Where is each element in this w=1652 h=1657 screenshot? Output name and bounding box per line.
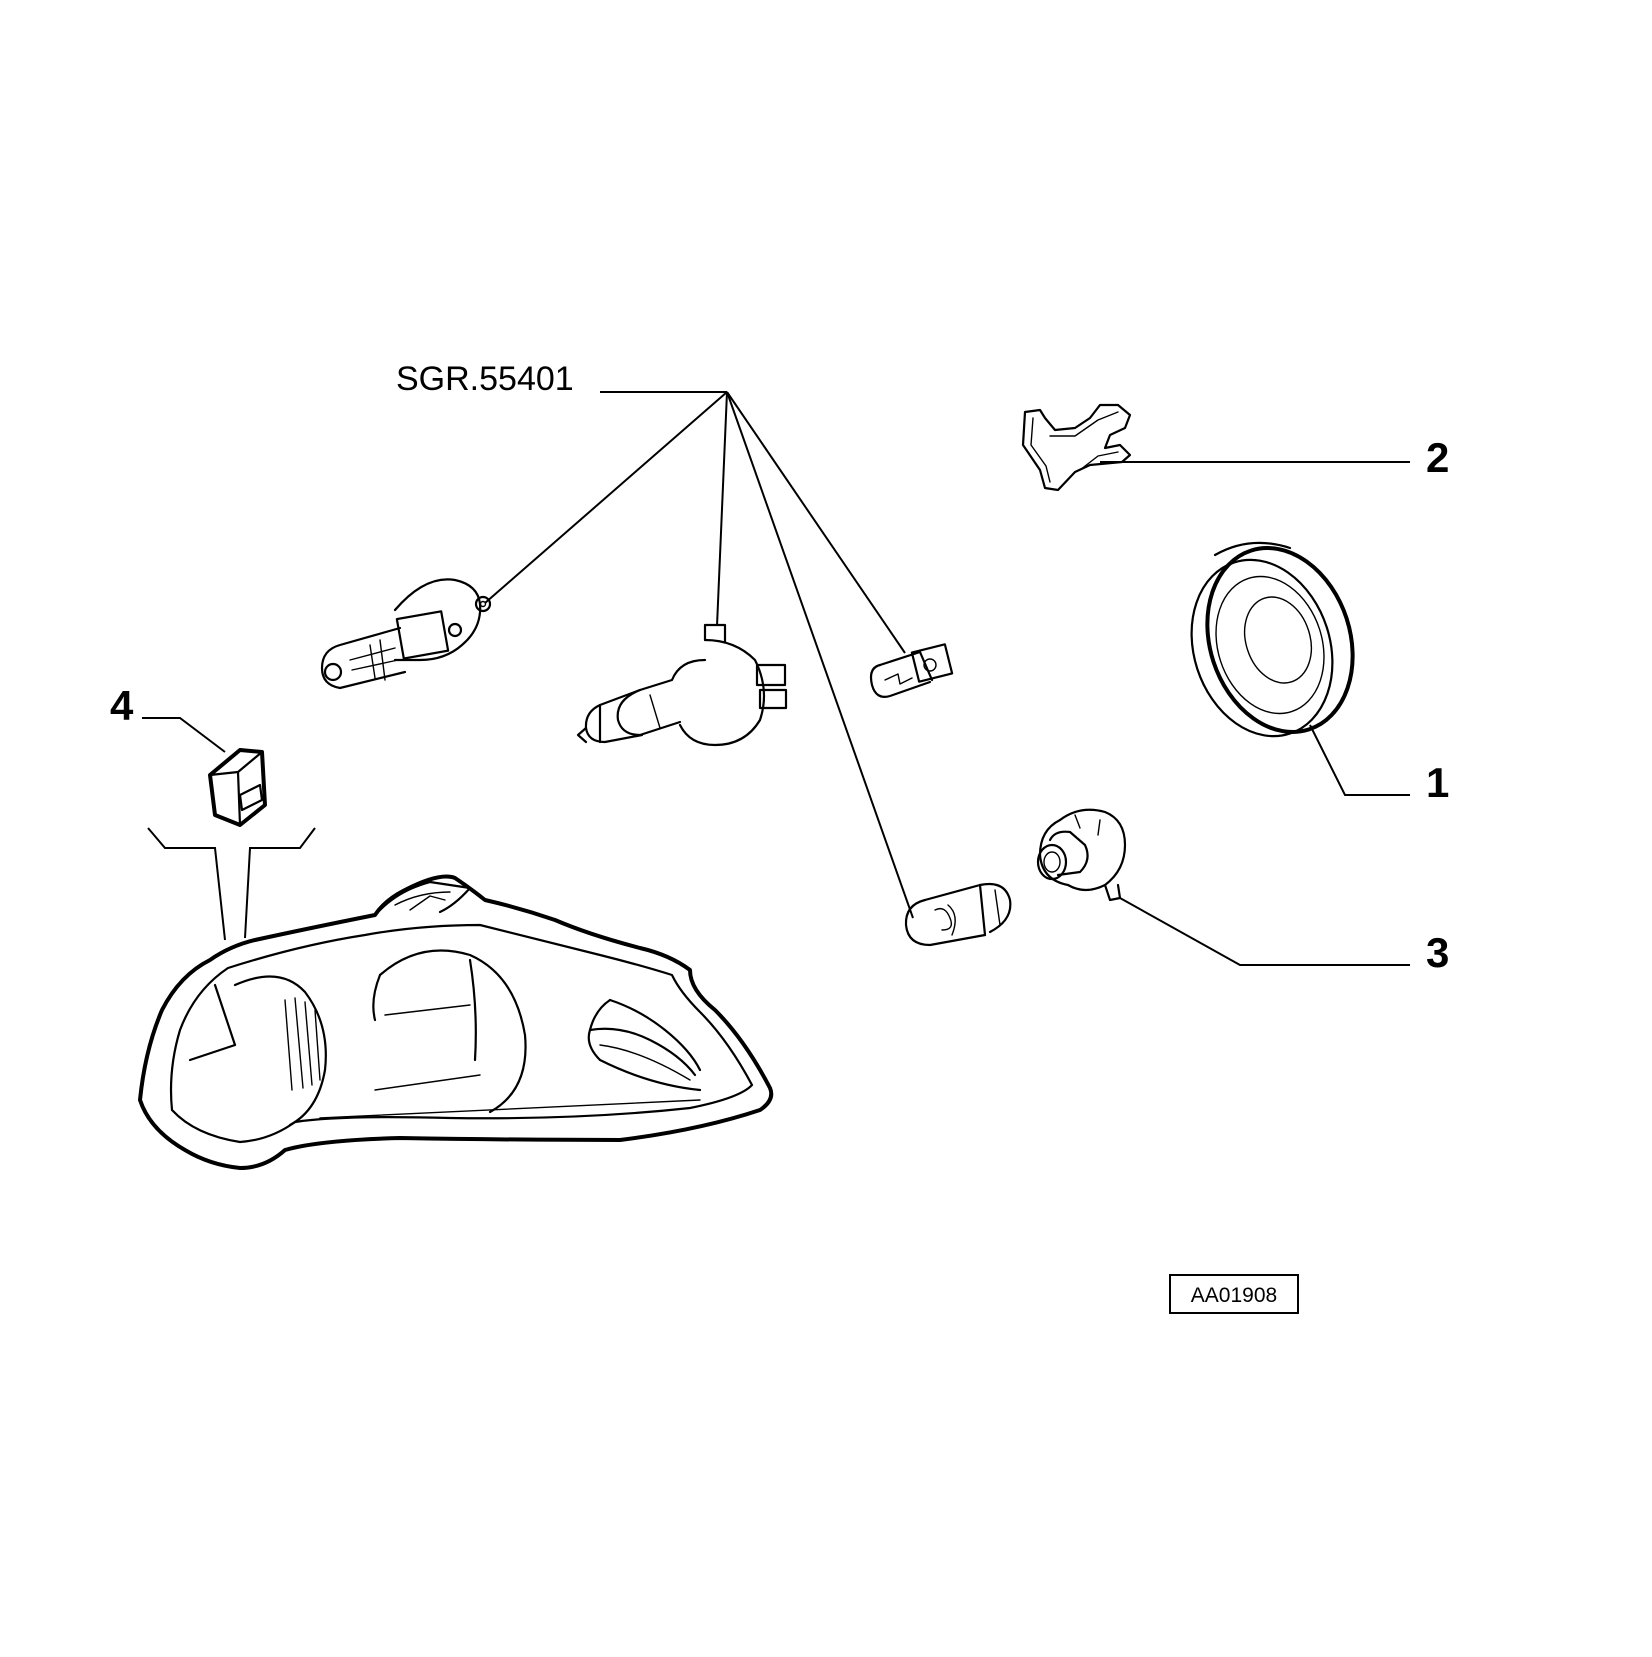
callout-number-1[interactable]: 1 [1426,759,1449,806]
bayonet-bulb[interactable] [904,882,1012,947]
clip-mounting-lines [147,827,316,941]
lamp-cover-cap[interactable] [1170,529,1376,755]
spring-clip[interactable] [1021,403,1132,492]
callout-number-2[interactable]: 2 [1426,434,1449,481]
callout-number-3[interactable]: 3 [1426,929,1449,976]
group-reference-leaders [484,391,914,919]
drawing-code-label: AA01908 [1191,1284,1277,1307]
drawing-code-box: AA01908 [1169,1274,1299,1314]
halogen-bulb-h1[interactable] [320,578,492,690]
headlamp-assembly[interactable] [138,874,774,1170]
callout-number-4[interactable]: 4 [110,682,134,729]
fastening-clip[interactable] [208,748,267,827]
halogen-bulb-h4[interactable] [576,623,788,747]
group-reference-label[interactable]: SGR.55401 [396,360,574,398]
bulb-holder[interactable] [1036,808,1127,902]
callout-leaders [142,461,1410,966]
wedge-bulb[interactable] [869,643,954,698]
